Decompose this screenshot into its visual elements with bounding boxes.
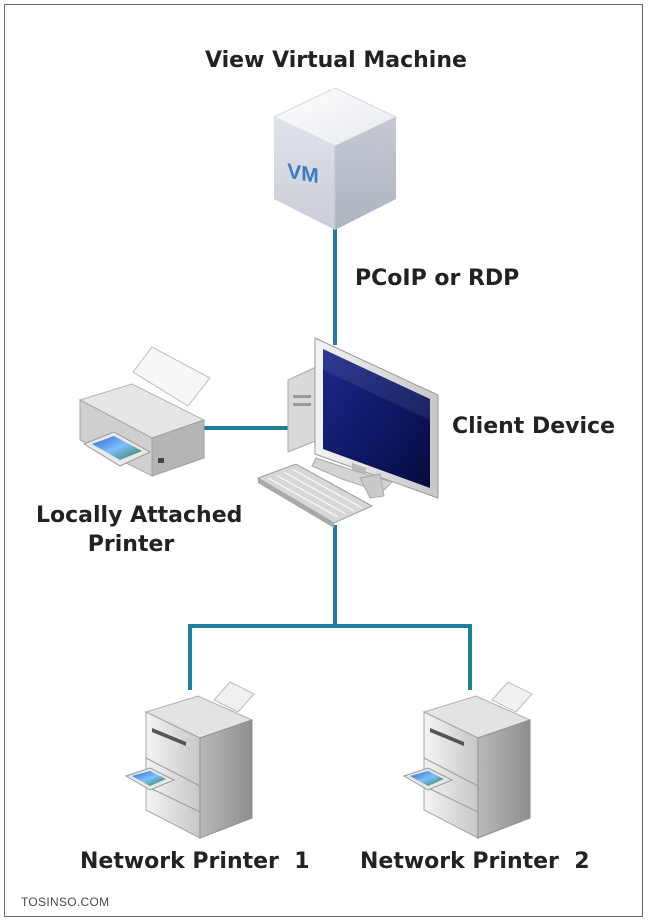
watermark: TOSINSO.COM <box>21 895 110 909</box>
vm-title: View Virtual Machine <box>205 48 467 73</box>
network-printer-icon <box>402 681 533 839</box>
local-printer-label-line2: Printer <box>87 532 175 557</box>
network-printer-1-label: Network Printer 1 <box>80 849 310 874</box>
local-printer-label: Locally Attached Printer <box>36 501 243 559</box>
network-printer-icon <box>124 681 255 839</box>
keyboard-icon <box>256 463 374 528</box>
vm-badge: VM <box>287 160 318 188</box>
local-printer-label-line1: Locally Attached <box>36 503 243 528</box>
desktop-computer-icon <box>287 337 439 499</box>
client-device-label: Client Device <box>452 414 616 439</box>
network-printer-2-label: Network Printer 2 <box>360 849 590 874</box>
connection-label: PCoIP or RDP <box>355 266 520 291</box>
inkjet-printer-icon <box>78 346 211 477</box>
network-branch-line <box>188 624 472 690</box>
vm-cube-icon <box>272 87 398 230</box>
connector-lines <box>188 228 472 690</box>
diagram-frame <box>4 4 643 917</box>
